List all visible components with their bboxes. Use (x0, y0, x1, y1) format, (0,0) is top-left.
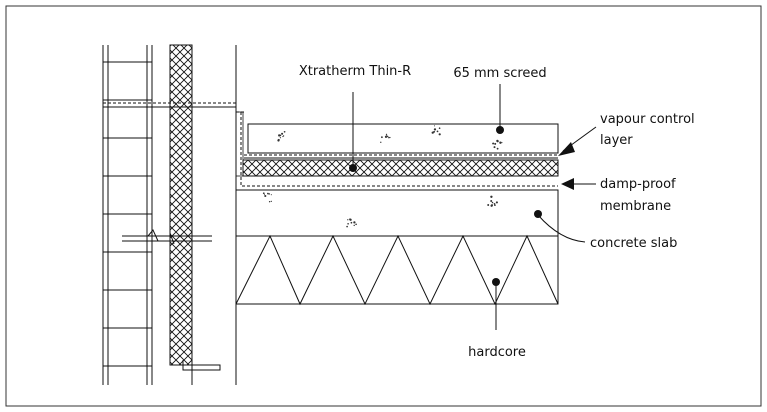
aggregate-speck (496, 140, 499, 143)
label-hardcore: hardcore (468, 345, 526, 360)
aggregate-speck (495, 201, 498, 204)
outer-brick-leaf (102, 45, 153, 385)
aggregate-speck (279, 137, 282, 139)
aggregate-speck (350, 221, 353, 224)
aggregate-speck (389, 136, 391, 139)
label-concrete-slab: concrete slab (590, 236, 677, 251)
aggregate-speck (384, 135, 388, 139)
label-dpm-2: membrane (600, 199, 671, 214)
aggregate-speck (267, 192, 269, 195)
aggregate-speck (386, 135, 389, 138)
vapour-control-layer (244, 154, 558, 159)
aggregate-speck (438, 127, 441, 130)
aggregate-speck (499, 141, 502, 144)
aggregate-speck (490, 204, 493, 207)
cavity-dpc (103, 102, 236, 108)
aggregate-speck (270, 194, 272, 196)
aggregate-speck (263, 194, 265, 196)
aggregate-speck (433, 125, 436, 127)
aggregate-specks (262, 125, 503, 228)
aggregate-speck (491, 201, 494, 204)
aggregate-speck (438, 133, 441, 136)
aggregate-speck (278, 134, 281, 137)
aggregate-speck (431, 131, 434, 134)
aggregate-speck (262, 192, 265, 195)
label-xtratherm: Xtratherm Thin-R (299, 64, 411, 79)
drawing-border (5, 5, 762, 407)
inner-block-leaf (191, 45, 237, 385)
aggregate-speck (380, 141, 382, 143)
aggregate-speck (493, 202, 496, 205)
aggregate-speck (270, 200, 272, 202)
cavity-wall-insulation (169, 44, 193, 366)
aggregate-speck (347, 223, 349, 225)
aggregate-speck (268, 201, 271, 203)
wall-tie (122, 229, 212, 245)
aggregate-speck (490, 195, 493, 198)
aggregate-speck (494, 204, 496, 206)
aggregate-speck (347, 219, 349, 221)
edge-insulation-upstand (235, 111, 244, 177)
aggregate-speck (283, 130, 286, 133)
aggregate-speck (381, 136, 383, 139)
leader-markers (349, 126, 575, 286)
aggregate-speck (496, 147, 499, 150)
aggregate-speck (346, 225, 348, 228)
leader-lines (352, 84, 597, 330)
label-screed: 65 mm screed (453, 66, 546, 81)
hardcore-layer (235, 234, 559, 306)
aggregate-speck (494, 142, 497, 145)
aggregate-speck (282, 135, 285, 137)
aggregate-speck (388, 137, 390, 139)
aggregate-speck (492, 142, 495, 145)
aggregate-speck (268, 193, 270, 195)
concrete-slab-layer (235, 189, 559, 237)
aggregate-speck (277, 139, 280, 142)
screed-layer (247, 123, 559, 154)
aggregate-speck (353, 221, 356, 224)
aggregate-speck (487, 204, 490, 206)
wall-base-angle (178, 360, 221, 371)
aggregate-speck (281, 132, 284, 135)
label-dpm-1: damp-proof (600, 177, 676, 192)
floor-insulation (242, 159, 559, 177)
aggregate-speck (349, 218, 351, 221)
label-vcl-1: vapour control (600, 112, 695, 127)
aggregate-speck (493, 146, 496, 149)
aggregate-speck (490, 200, 493, 202)
aggregate-speck (385, 133, 388, 136)
aggregate-speck (436, 130, 439, 133)
aggregate-speck (501, 142, 503, 144)
aggregate-speck (264, 194, 267, 198)
label-vcl-2: layer (600, 133, 633, 148)
aggregate-speck (353, 224, 355, 227)
aggregate-speck (355, 223, 357, 226)
aggregate-speck (433, 128, 436, 131)
